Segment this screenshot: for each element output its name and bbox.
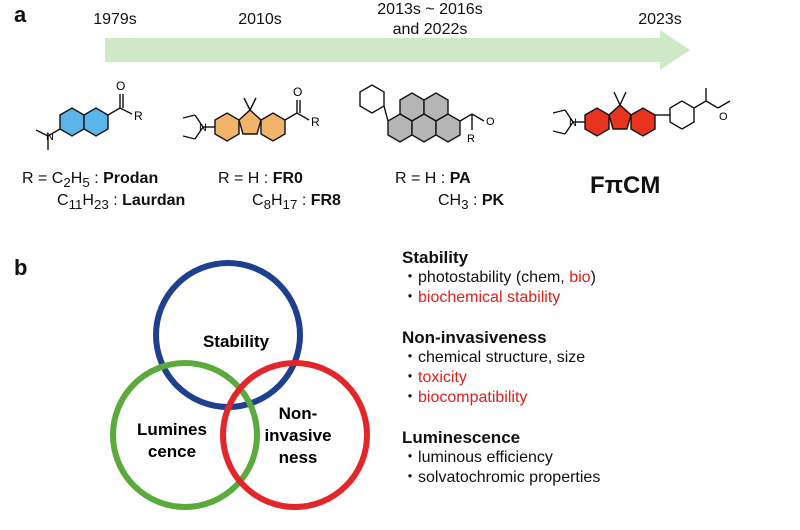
prodan-label: R = C2H5 : Prodan [22,170,159,191]
venn-label-noninvasive-3: ness [279,448,318,467]
year-1979: 1979s [93,11,137,28]
prop-item: ・chemical structure, size [402,349,586,366]
fpcm-label: FπCM [590,172,661,199]
properties-list: Stability ・photostability (chem, bio) ・b… [402,248,792,488]
year-2013-2016: 2013s ~ 2016s [377,1,483,18]
prop-item: ・photostability (chem, bio) [402,269,596,286]
venn-label-noninvasive-1: Non- [279,404,318,423]
year-2010: 2010s [238,11,282,28]
prodan-r-atom: R [134,109,143,123]
prodan-structure [35,94,133,150]
prop-heading-noninvasiveness: Non-invasiveness [402,328,547,347]
panel-a-label: a [14,2,27,27]
prop-item: ・luminous efficiency [402,449,553,466]
molecule-structures: N O R N O R O R [35,79,731,150]
pa-r-atom: R [467,133,475,145]
year-2022: and 2022s [392,21,468,38]
timeline-arrow [105,30,690,70]
prop-heading-stability: Stability [402,248,469,267]
pa-label: R = H : PA [395,170,471,187]
timeline-arrow-shape [105,30,690,70]
fpcm-structure [552,88,731,137]
pk-label: CH3 : PK [438,192,505,213]
laurdan-label: C11H23 : Laurdan [57,192,186,213]
prop-heading-luminescence: Luminescence [402,428,521,447]
fpcm-o-atom: O [719,111,728,123]
venn-circle-non-invasiveness [220,360,370,510]
venn-label-luminescence-1: Lumines [137,420,207,439]
year-2023: 2023s [638,11,682,28]
prop-item: ・biochemical stability [402,289,561,306]
prop-item: ・solvatochromic properties [402,469,601,486]
prodan-n-atom: N [46,131,54,143]
fr8-label: C8H17 : FR8 [252,192,341,213]
fr-structure [182,97,310,142]
venn-label-stability: Stability [203,332,270,351]
fpcm-n-atom: N [569,117,577,129]
fr-r-atom: R [311,115,320,129]
prop-item: ・biocompatibility [402,389,528,406]
fr-o-atom: O [293,85,302,99]
venn-label-noninvasive-2: invasive [264,426,331,445]
venn-label-luminescence-2: cence [148,442,196,461]
fr-n-atom: N [199,122,207,134]
prodan-o-atom: O [116,79,125,93]
pa-o-atom: O [486,116,495,128]
fr0-label: R = H : FR0 [218,170,303,187]
pa-structure [359,84,485,143]
prop-item: ・toxicity [402,369,467,386]
venn-diagram: Stability Lumines cence Non- invasive ne… [110,260,370,510]
panel-b-label: b [14,255,28,280]
venn-circle-luminescence [110,360,260,510]
